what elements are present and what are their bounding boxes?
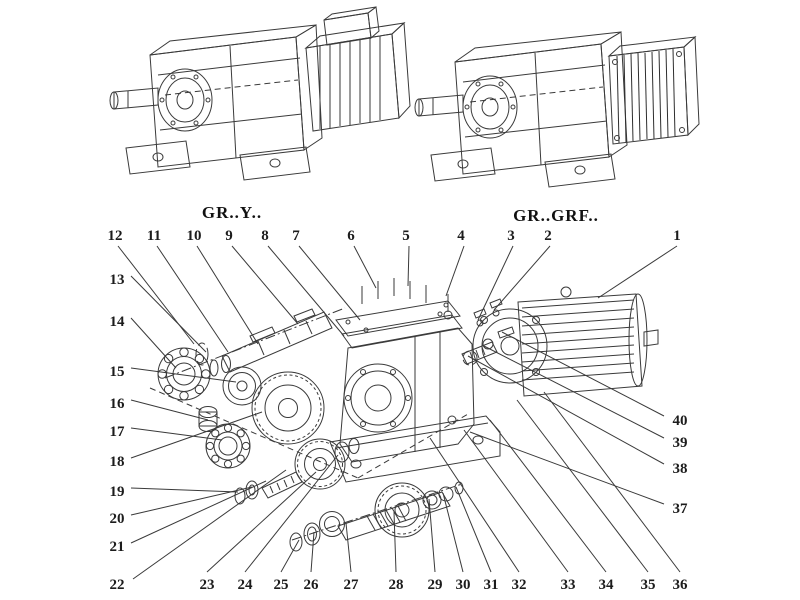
helical-gear-large xyxy=(251,371,325,445)
callout-7: 7 xyxy=(292,228,300,244)
output-ring-1 xyxy=(422,490,442,510)
shaft-key-2 xyxy=(293,308,316,323)
callout-5: 5 xyxy=(402,228,410,244)
callout-6: 6 xyxy=(347,228,355,244)
upper-shaft-assembly xyxy=(209,308,333,377)
callout-8: 8 xyxy=(261,228,269,244)
callout-40: 40 xyxy=(673,413,688,429)
end-washer xyxy=(209,359,219,377)
callout-28: 28 xyxy=(389,577,404,593)
exploded-view xyxy=(149,274,659,552)
assembled-view-gr-grf xyxy=(414,31,700,188)
ball-bearing-large xyxy=(157,347,211,401)
model-label-left: GR..Y.. xyxy=(202,203,262,222)
output-gear xyxy=(374,482,430,538)
callout-39: 39 xyxy=(673,435,688,451)
ball-bearing-small xyxy=(205,423,251,469)
mid-rings xyxy=(334,438,360,463)
output-ring-2 xyxy=(438,486,454,502)
callout-12: 12 xyxy=(108,228,123,244)
motor-rear-stub xyxy=(643,329,659,347)
callout-30: 30 xyxy=(456,577,471,593)
motor-exploded xyxy=(472,286,659,397)
callout-11: 11 xyxy=(147,228,161,244)
callout-2: 2 xyxy=(544,228,552,244)
oil-seal xyxy=(222,366,262,406)
helical-gear-mid xyxy=(294,438,346,490)
callout-14: 14 xyxy=(110,314,126,330)
callout-23: 23 xyxy=(200,577,215,593)
callout-36: 36 xyxy=(673,577,689,593)
ribbed-fan-cover xyxy=(607,35,700,145)
callout-26: 26 xyxy=(304,577,320,593)
motor-left-unit xyxy=(304,6,411,132)
output-shaft-exploded xyxy=(337,491,451,541)
callouts-right: 40 39 38 37 xyxy=(673,413,689,517)
callout-21: 21 xyxy=(110,539,125,555)
gear-housing xyxy=(339,327,475,463)
callout-16: 16 xyxy=(110,396,126,412)
callout-15: 15 xyxy=(110,364,125,380)
callout-38: 38 xyxy=(673,461,688,477)
callout-4: 4 xyxy=(457,228,465,244)
construction-lines xyxy=(149,307,469,541)
callout-20: 20 xyxy=(110,511,125,527)
output-shaft-right-unit xyxy=(418,94,464,117)
cover-gasket xyxy=(341,314,463,349)
callout-25: 25 xyxy=(274,577,289,593)
callout-18: 18 xyxy=(110,454,125,470)
input-key xyxy=(497,326,515,339)
input-pinion xyxy=(461,341,498,365)
shaft-key-1 xyxy=(249,326,276,343)
intermediate-pinion xyxy=(261,471,303,499)
callout-17: 17 xyxy=(110,424,126,440)
output-washer-2 xyxy=(303,522,321,546)
callout-10: 10 xyxy=(187,228,202,244)
lifting-lug xyxy=(560,286,572,298)
retaining-ring xyxy=(195,342,209,366)
input-washer xyxy=(482,338,494,350)
input-circlip xyxy=(462,350,478,366)
callout-1: 1 xyxy=(673,228,681,244)
callout-31: 31 xyxy=(484,577,499,593)
callout-34: 34 xyxy=(599,577,615,593)
assembled-view-gr-y xyxy=(109,6,411,181)
callouts-bottom: 23 24 25 26 27 28 29 30 31 32 33 34 35 3… xyxy=(200,577,689,593)
cover-bolts xyxy=(358,274,453,320)
bolt-washer xyxy=(443,310,453,320)
callout-22: 22 xyxy=(110,577,125,593)
callout-35: 35 xyxy=(641,577,656,593)
callout-9: 9 xyxy=(225,228,233,244)
callout-27: 27 xyxy=(344,577,360,593)
output-shaft-assembly xyxy=(289,481,464,552)
callouts-top: 12 11 10 9 8 7 6 5 4 3 2 1 xyxy=(108,228,681,244)
input-pinion-parts xyxy=(461,326,515,366)
model-label-right: GR..GRF.. xyxy=(513,206,599,225)
output-washer-1 xyxy=(289,532,303,552)
callout-37: 37 xyxy=(673,501,689,517)
callout-33: 33 xyxy=(561,577,576,593)
callout-32: 32 xyxy=(512,577,527,593)
callout-13: 13 xyxy=(110,272,125,288)
callouts-left: 13 14 15 16 17 18 19 20 21 22 xyxy=(110,272,126,593)
callout-3: 3 xyxy=(507,228,515,244)
oil-plug xyxy=(447,415,457,425)
output-shaft-left-unit xyxy=(113,87,159,110)
spacer-bushing xyxy=(198,406,218,432)
output-bearing xyxy=(319,511,345,537)
housing-base xyxy=(329,415,501,483)
callout-19: 19 xyxy=(110,484,125,500)
callout-29: 29 xyxy=(428,577,443,593)
dowel-pins xyxy=(473,298,503,327)
intermediate-shaft xyxy=(221,311,333,373)
leader-lines xyxy=(117,245,681,580)
callout-24: 24 xyxy=(238,577,254,593)
